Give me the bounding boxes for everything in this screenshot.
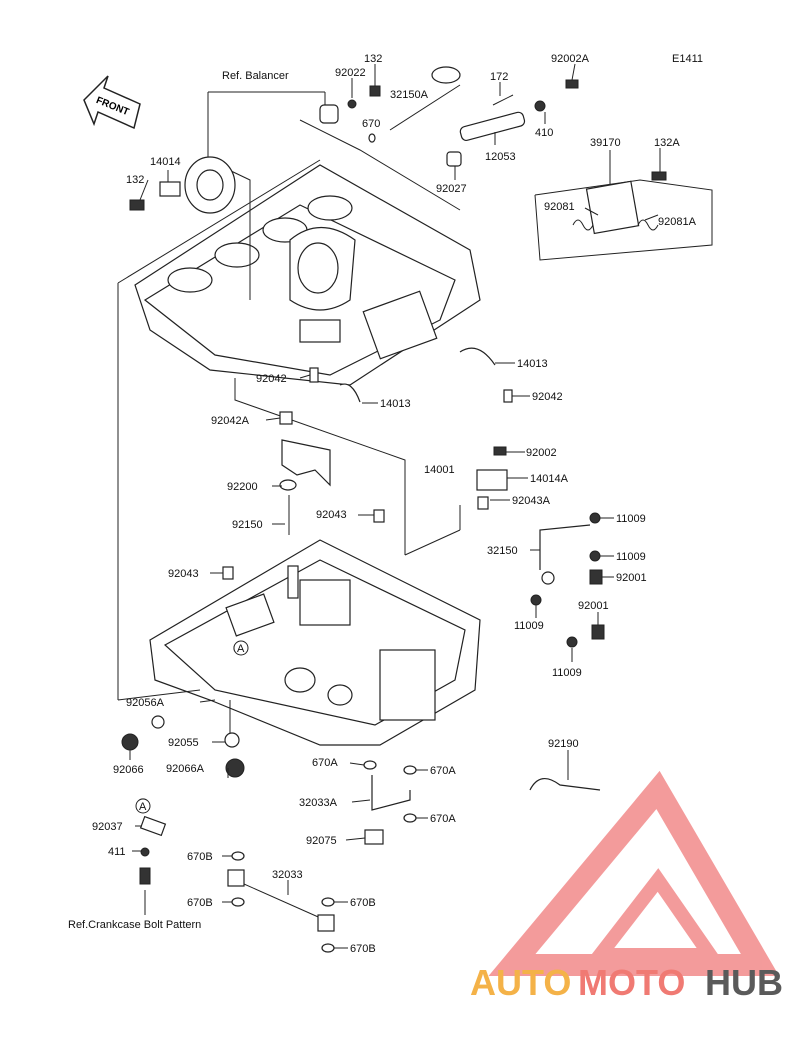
part-label: 92075	[306, 835, 337, 847]
marker-a-circles: A A	[135, 640, 249, 814]
svg-text:HUB: HUB	[705, 962, 783, 1003]
part-label: 92043A	[512, 495, 551, 507]
part-label: 92001	[578, 600, 609, 612]
part-label: 92200	[227, 481, 258, 493]
part-label: 670A	[430, 765, 456, 777]
part-label: 410	[535, 127, 553, 139]
diagram-code: E1411	[672, 53, 703, 65]
part-label: 92066A	[166, 763, 205, 775]
part-label: 92190	[548, 738, 579, 750]
part-label: 92002A	[551, 53, 590, 65]
part-label: 39170	[590, 137, 621, 149]
upper-crankcase	[134, 164, 481, 386]
part-label: 92055	[168, 737, 199, 749]
part-label: 670A	[312, 757, 338, 769]
part-label: 670B	[350, 943, 376, 955]
part-label: 14013	[517, 358, 548, 370]
part-labels: 92022 132 32150A 92002A 172 670 410 1205…	[92, 53, 697, 955]
lower-crankcase	[149, 539, 481, 746]
part-label: 12053	[485, 151, 516, 163]
leader-lines	[117, 91, 713, 740]
part-label: 92043	[316, 509, 347, 521]
part-label: 14013	[380, 398, 411, 410]
part-label: 92002	[526, 447, 557, 459]
part-label: 92043	[168, 568, 199, 580]
part-label: 32033	[272, 869, 303, 881]
part-label: 92056A	[126, 697, 165, 709]
svg-text:AUTO: AUTO	[470, 962, 571, 1003]
part-label: 92037	[92, 821, 123, 833]
part-label: 92081	[544, 201, 575, 213]
front-arrow-icon: FRONT	[83, 75, 141, 130]
part-label: 92042	[256, 373, 287, 385]
part-label: 132	[364, 53, 382, 65]
part-label: 132	[126, 174, 144, 186]
part-label: 670B	[187, 851, 213, 863]
part-label: 11009	[552, 667, 582, 679]
part-label: 92001	[616, 572, 647, 584]
part-label: 32033A	[299, 797, 338, 809]
ref-balancer-note: Ref. Balancer	[222, 70, 289, 82]
part-label: 670B	[187, 897, 213, 909]
part-label: 32150	[487, 545, 518, 557]
part-label: 11009	[616, 513, 646, 525]
part-label: 14001	[424, 464, 455, 476]
part-label: 670A	[430, 813, 456, 825]
part-label: 132A	[654, 137, 680, 149]
part-label: 670B	[350, 897, 376, 909]
part-label: 670	[362, 118, 380, 130]
svg-text:A: A	[139, 801, 147, 813]
part-label: 411	[108, 846, 126, 858]
part-label: 11009	[616, 551, 646, 563]
svg-text:A: A	[237, 643, 245, 655]
part-label: 14014	[150, 156, 181, 168]
part-label: 92081A	[658, 216, 697, 228]
svg-text:MOTO: MOTO	[578, 962, 685, 1003]
part-label: 14014A	[530, 473, 569, 485]
small-parts	[121, 66, 667, 953]
part-label: 92066	[113, 764, 144, 776]
part-label: 92150	[232, 519, 263, 531]
watermark-logo	[488, 770, 780, 976]
part-label: 92022	[335, 67, 366, 79]
part-label: 92027	[436, 183, 467, 195]
part-label: 172	[490, 71, 508, 83]
part-label: 11009	[514, 620, 544, 632]
callout-ticks	[129, 63, 661, 949]
part-label: 92042	[532, 391, 563, 403]
ref-bolt-pattern-note: Ref.Crankcase Bolt Pattern	[68, 919, 201, 931]
part-label: 32150A	[390, 89, 429, 101]
watermark-text: AUTO MOTO HUB	[470, 962, 783, 1003]
part-label: 92042A	[211, 415, 250, 427]
